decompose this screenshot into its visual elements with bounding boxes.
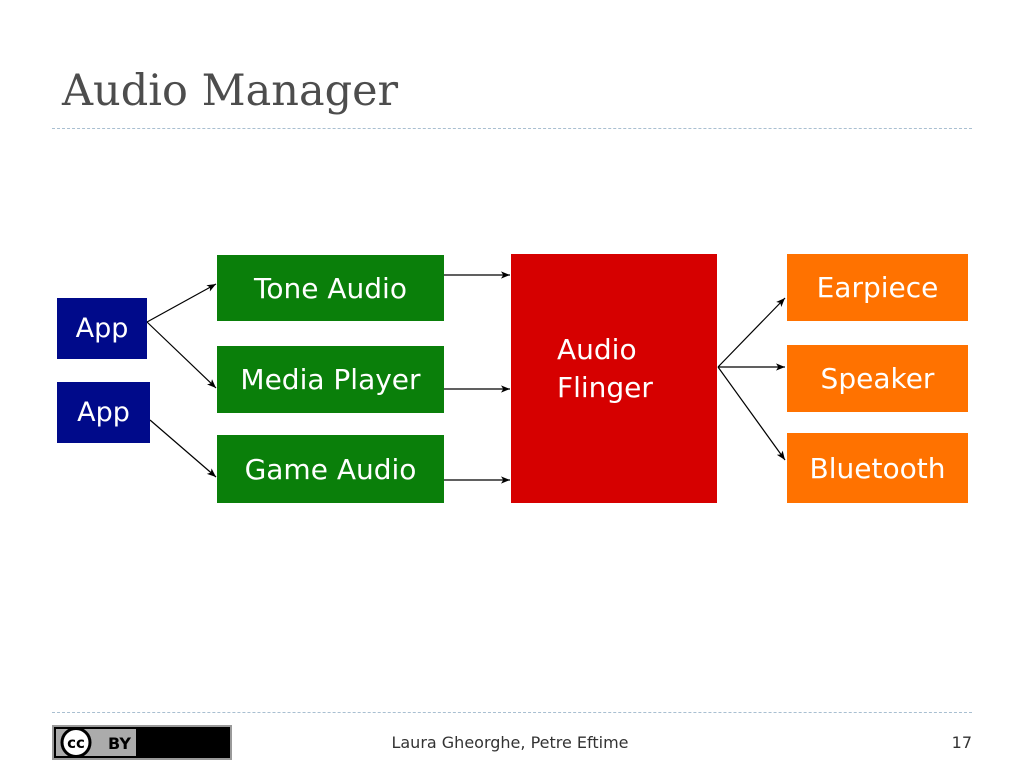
title-divider (52, 128, 972, 129)
footer-divider (52, 712, 972, 713)
arrow-flinger-to-earpiece (717, 297, 786, 368)
speaker-node: Speaker (787, 345, 968, 412)
audio-flinger-label: Audio Flinger (557, 332, 653, 404)
app-node: App (57, 298, 147, 359)
game-audio-label: Game Audio (244, 452, 417, 486)
bluetooth-label: Bluetooth (809, 451, 946, 485)
app-node: App (57, 382, 150, 443)
app-node-label: App (77, 397, 130, 428)
bluetooth-node: Bluetooth (787, 433, 968, 503)
media-player-node: Media Player (217, 346, 444, 413)
creative-commons-by-badge: cc BY (52, 725, 232, 760)
arrow-app1-to-tone-audio (146, 283, 217, 323)
earpiece-label: Earpiece (816, 271, 939, 304)
author-names: Laura Gheorghe, Petre Eftime (391, 733, 629, 752)
tone-audio-node: Tone Audio (217, 255, 444, 321)
arrow-flinger-to-bluetooth (717, 366, 786, 461)
page-number: 17 (951, 733, 972, 752)
media-player-label: Media Player (240, 363, 421, 396)
audio-flinger-node: Audio Flinger (511, 254, 717, 503)
arrow-app2-to-game-audio (149, 419, 217, 478)
arrow-app1-to-media-player (146, 321, 217, 389)
footer-author: Laura Gheorghe, Petre Eftime (0, 733, 1024, 752)
svg-text:BY: BY (108, 734, 131, 753)
tone-audio-label: Tone Audio (254, 271, 407, 305)
svg-text:cc: cc (67, 734, 85, 752)
speaker-label: Speaker (820, 362, 935, 395)
slide-title: Audio Manager (62, 66, 399, 116)
app-node-label: App (75, 313, 129, 344)
game-audio-node: Game Audio (217, 435, 444, 503)
earpiece-node: Earpiece (787, 254, 968, 321)
